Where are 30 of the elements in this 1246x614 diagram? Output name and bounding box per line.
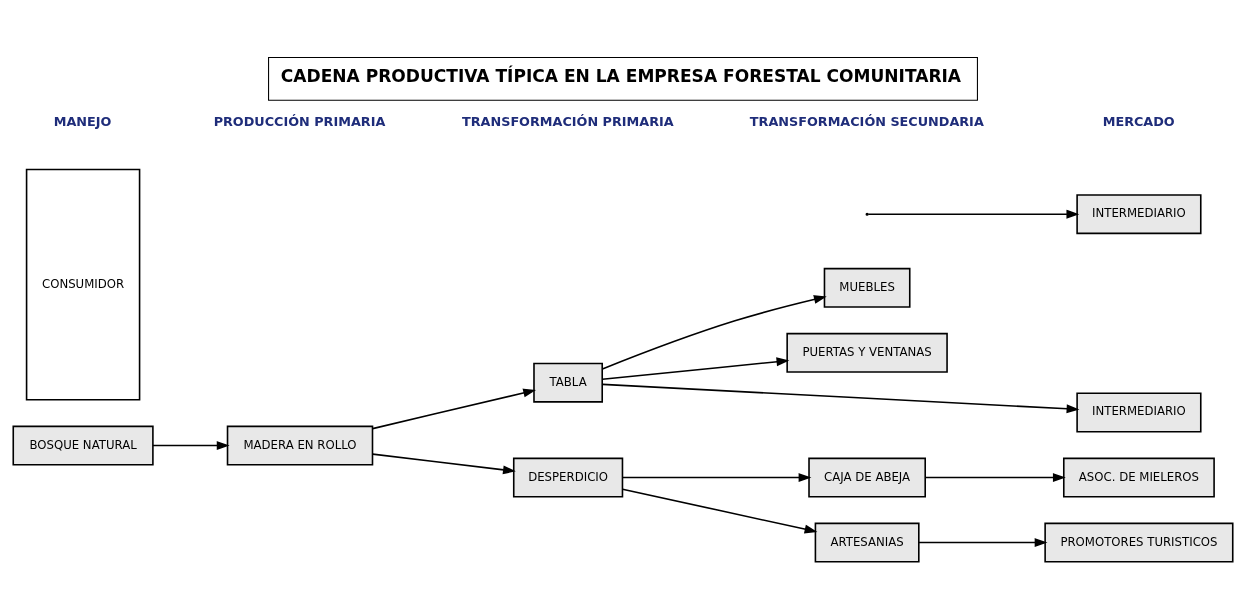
node-box: CAJA DE ABEJA xyxy=(808,457,926,497)
arrow xyxy=(621,472,812,482)
arrow xyxy=(152,440,230,450)
node-box: BOSQUE NATURAL xyxy=(12,425,154,466)
node-box: INTERMEDIARIO xyxy=(1076,392,1202,432)
arrow xyxy=(601,383,1080,413)
node-box: MUEBLES xyxy=(823,267,911,308)
node-box: ARTESANIAS xyxy=(814,522,920,563)
diagram-title: CADENA PRODUCTIVA TÍPICA EN LA EMPRESA FORESTAL COMUNITARIA xyxy=(280,65,962,86)
node-box: MADERA EN ROLLO xyxy=(226,425,374,466)
node-box: CONSUMIDOR xyxy=(25,168,141,400)
arrow xyxy=(918,537,1048,547)
node-box: PROMOTORES TURISTICOS xyxy=(1044,522,1234,563)
arrow xyxy=(371,388,537,429)
label: MANEJO xyxy=(53,113,112,129)
arrow xyxy=(371,452,516,474)
node-box: DESPERDICIO xyxy=(512,457,624,497)
label: TRANSFORMACIÓN PRIMARIA xyxy=(462,113,674,129)
node-box: PUERTAS Y VENTANAS xyxy=(786,332,948,373)
label: TRANSFORMACIÓN SECUNDARIA xyxy=(749,113,984,129)
arrow xyxy=(924,472,1066,482)
label: MERCADO xyxy=(1102,113,1175,129)
node-box: TABLA xyxy=(533,362,603,403)
node-box: INTERMEDIARIO xyxy=(1076,193,1202,234)
node-box: ASOC. DE MIELEROS xyxy=(1063,457,1215,497)
arrow xyxy=(601,294,827,370)
arrow xyxy=(601,356,790,380)
arrow xyxy=(621,487,818,534)
arrow xyxy=(867,209,1080,219)
label: PRODUCCIÓN PRIMARIA xyxy=(213,113,386,129)
